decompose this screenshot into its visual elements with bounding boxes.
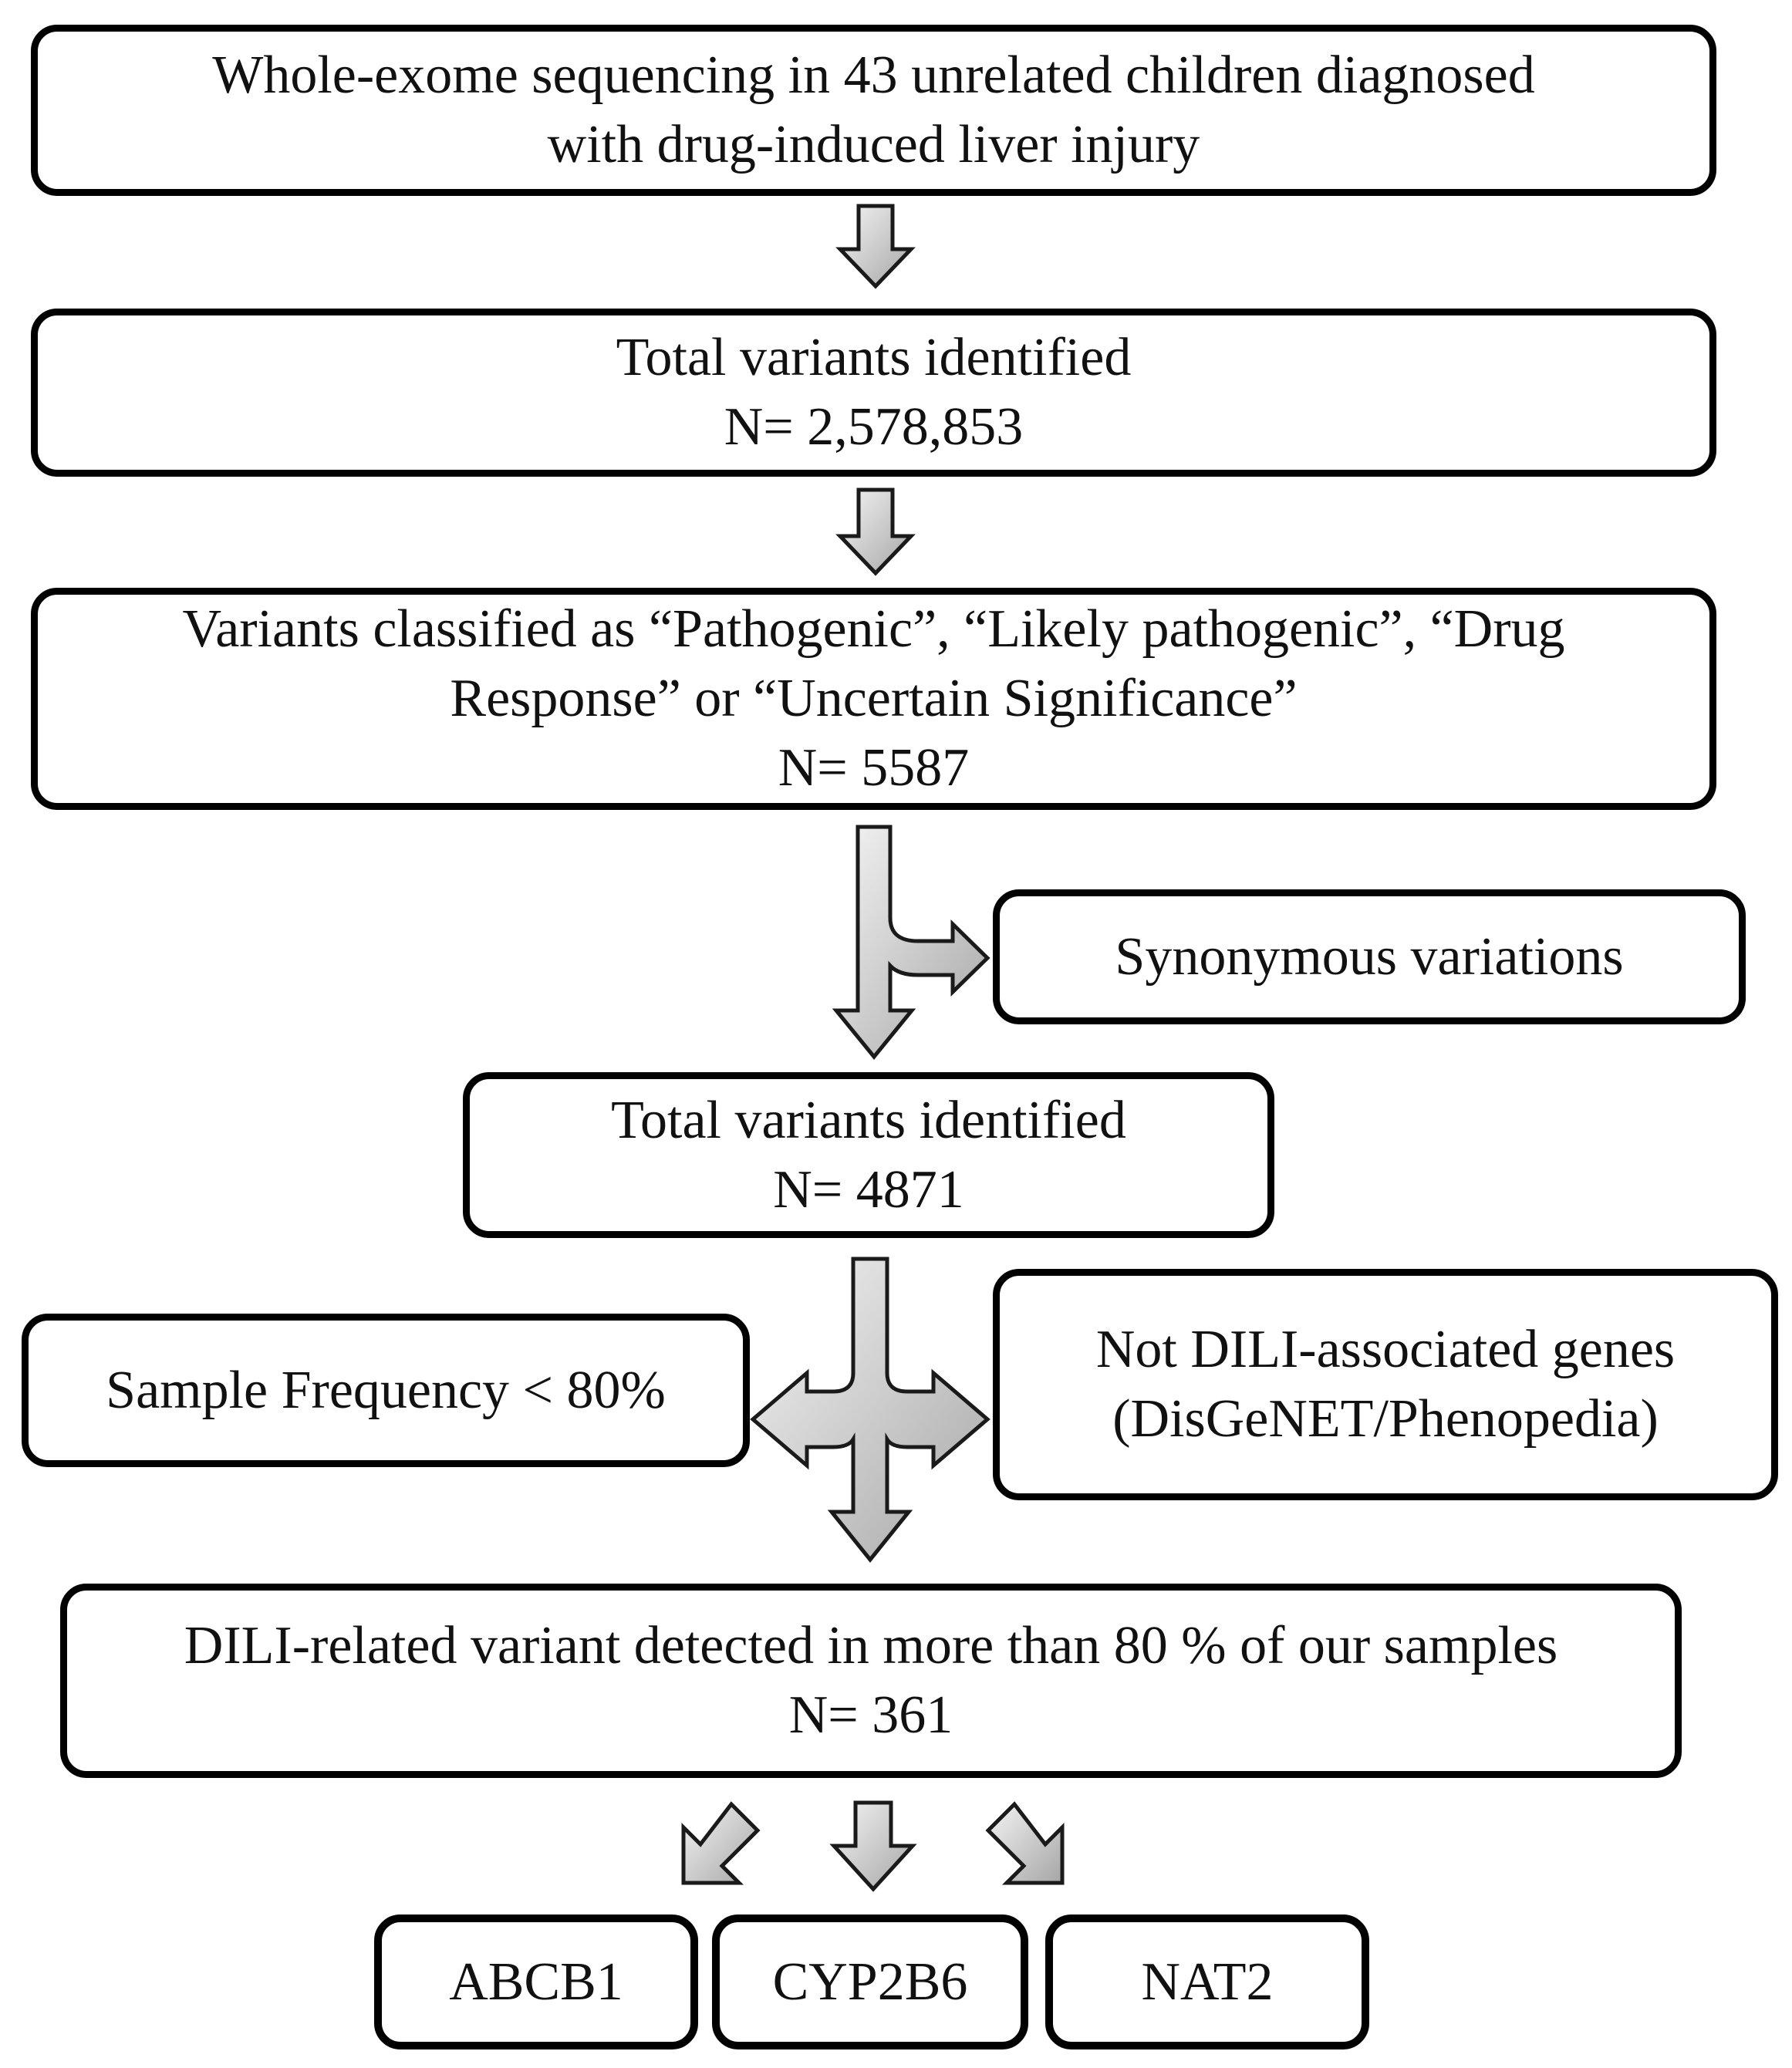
- gene-box-abcb1: ABCB1: [374, 1915, 698, 2049]
- exclusion-synonymous-label: Synonymous variations: [1115, 926, 1624, 987]
- step-classified-variants-box: Variants classified as “Pathogenic”, “Li…: [31, 588, 1716, 810]
- diagonal-arrow-right: [985, 1801, 1065, 1885]
- step-classified-line2: Response” or “Uncertain Significance”: [450, 669, 1298, 728]
- gene-label-nat2: NAT2: [1141, 1952, 1274, 2012]
- split-arrow-synonymous: [832, 825, 990, 1060]
- step-dili-related-box: DILI-related variant detected in more th…: [60, 1584, 1682, 1778]
- step-classified-count: N= 5587: [778, 738, 970, 798]
- step-total-variants-line1: Total variants identified: [616, 328, 1132, 387]
- step-wes-box: Whole-exome sequencing in 43 unrelated c…: [31, 25, 1716, 196]
- gene-box-nat2: NAT2: [1045, 1915, 1369, 2049]
- step-filtered-count: N= 4871: [773, 1159, 964, 1220]
- down-arrow-1: [835, 204, 916, 289]
- exclusion-sample-frequency-label: Sample Frequency < 80%: [106, 1360, 666, 1420]
- down-arrow-2: [835, 487, 916, 576]
- gene-label-cyp2b6: CYP2B6: [772, 1952, 968, 2012]
- step-dili-related-count: N= 361: [788, 1685, 953, 1745]
- step-wes-line1: Whole-exome sequencing in 43 unrelated c…: [212, 46, 1535, 105]
- step-total-variants-box: Total variants identified N= 2,578,853: [31, 309, 1716, 477]
- exclusion-synonymous-box: Synonymous variations: [993, 889, 1746, 1024]
- gene-label-abcb1: ABCB1: [449, 1952, 623, 2012]
- step-dili-related-line1: DILI-related variant detected in more th…: [184, 1616, 1558, 1675]
- diagonal-arrow-left: [681, 1801, 761, 1885]
- step-filtered-variants-box: Total variants identified N= 4871: [463, 1072, 1274, 1238]
- step-wes-line2: with drug-induced liver injury: [547, 115, 1200, 174]
- step-classified-line1: Variants classified as “Pathogenic”, “Li…: [182, 599, 1565, 659]
- gene-box-cyp2b6: CYP2B6: [712, 1915, 1028, 2049]
- step-filtered-line1: Total variants identified: [611, 1090, 1126, 1150]
- exclusion-sample-frequency-box: Sample Frequency < 80%: [22, 1314, 750, 1467]
- split-arrow-three-way: [750, 1257, 990, 1563]
- exclusion-not-dili-line2: (DisGeNET/Phenopedia): [1112, 1389, 1659, 1449]
- down-arrow-center: [829, 1800, 917, 1892]
- exclusion-not-dili-line1: Not DILI-associated genes: [1095, 1320, 1676, 1379]
- step-total-variants-count: N= 2,578,853: [724, 397, 1024, 457]
- exclusion-not-dili-genes-box: Not DILI-associated genes (DisGeNET/Phen…: [993, 1269, 1778, 1500]
